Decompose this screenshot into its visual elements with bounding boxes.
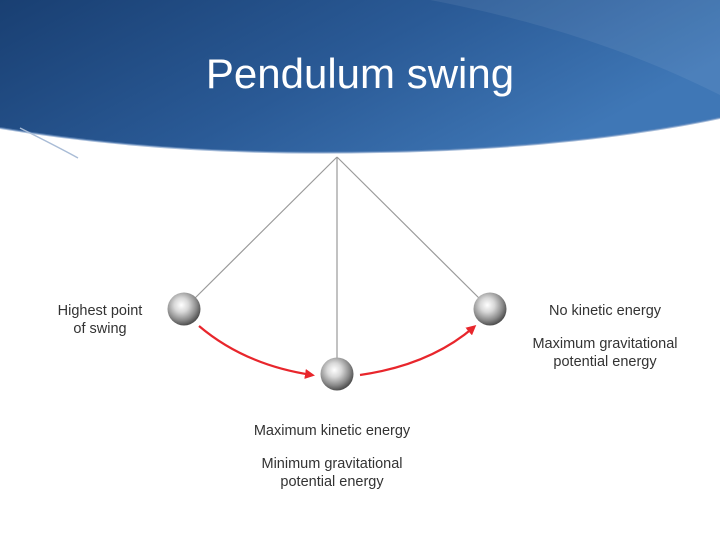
min-potential-energy-line1: Minimum gravitational [222,455,442,473]
no-kinetic-energy-label: No kinetic energy [505,302,705,320]
highest-point-label: Highest point of swing [30,302,170,338]
max-potential-energy-label: Maximum gravitational potential energy [505,335,705,371]
pendulum-bob-right [474,293,507,326]
max-potential-energy-line1: Maximum gravitational [505,335,705,353]
min-potential-energy-label: Minimum gravitational potential energy [222,455,442,491]
pendulum-string-right [337,157,490,309]
slide-title: Pendulum swing [0,50,720,98]
swing-arrow-right [360,327,474,375]
swing-arrow-left [199,326,312,375]
min-potential-energy-line2: potential energy [222,473,442,491]
pendulum-string-left [184,157,337,309]
max-kinetic-energy-label: Maximum kinetic energy [222,422,442,440]
pendulum-bob-center [321,358,354,391]
max-potential-energy-line2: potential energy [505,353,705,371]
pendulum-bob-left [168,293,201,326]
highest-point-label-line2: of swing [30,320,170,338]
highest-point-label-line1: Highest point [30,302,170,320]
